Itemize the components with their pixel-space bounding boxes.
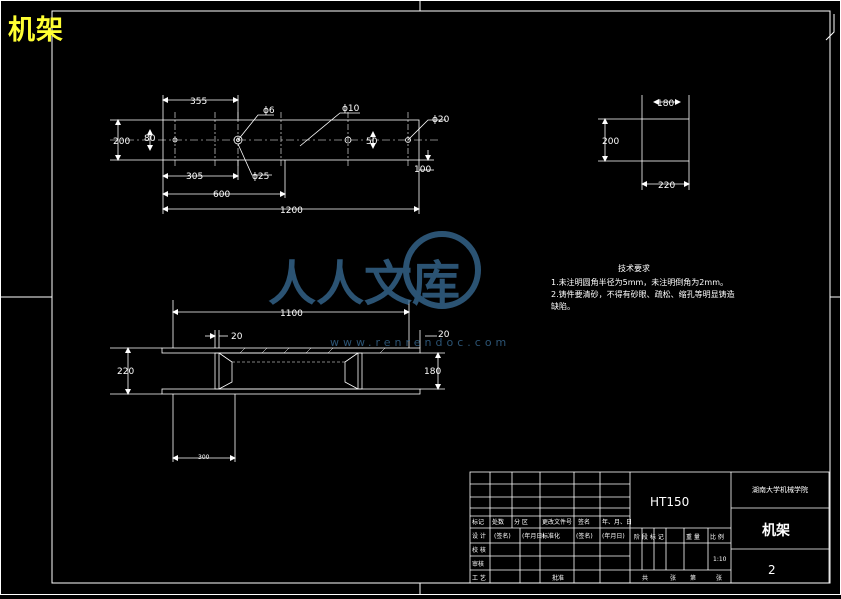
row-label-change-doc: 更改文件号 [542, 518, 572, 526]
dim-220-side: 220 [658, 181, 675, 191]
material: HT150 [650, 495, 689, 509]
sheet-unit-label-1: 张 [670, 574, 676, 582]
watermark: 人人文库 www.renrendoc.com [268, 231, 510, 349]
title-block-text: HT150 湖南大学机械学院 机架 2 1:10 标记 处数 分 区 更改文件号… [472, 485, 808, 582]
scale: 1:10 [713, 556, 727, 563]
front-view [110, 300, 445, 462]
dim-hole-6: ϕ6 [263, 106, 275, 116]
dim-180-side: 180 [657, 99, 674, 109]
tech-line-1: 1.未注明圆角半径为5mm，未注明倒角为2mm。 [551, 277, 728, 287]
side-view-labels: 180 200 220 [602, 99, 675, 191]
side-view [598, 95, 690, 190]
dim-1100: 1100 [280, 309, 303, 319]
dim-300: 300 [198, 454, 210, 461]
design-label: 设 计 [472, 532, 486, 540]
dim-305: 305 [186, 172, 203, 182]
design-sign: (签名) [494, 532, 511, 540]
proofread-label: 校 核 [472, 546, 486, 554]
school-name: 湖南大学机械学院 [752, 485, 808, 494]
sheet-number: 2 [768, 563, 776, 577]
tech-line-2: 2.铸件要清砂，不得有砂眼、疏松、缩孔等明显铸造 [551, 289, 735, 299]
dim-1200: 1200 [280, 206, 303, 216]
tech-requirements: 技术要求 1.未注明圆角半径为5mm，未注明倒角为2mm。 2.铸件要清砂，不得… [551, 263, 735, 311]
top-view-labels: 355 ϕ6 ϕ10 ϕ20 200 80 50 100 ϕ25 305 600… [113, 97, 450, 216]
row-label-count: 处数 [492, 518, 504, 526]
stage-label: 阶 段 标 记 [634, 533, 664, 541]
ratio-label: 比 例 [710, 533, 724, 541]
design-date: (年月日) [522, 532, 545, 540]
review-label: 审核 [472, 560, 484, 568]
tech-heading: 技术要求 [618, 263, 650, 273]
dim-200: 200 [113, 137, 130, 147]
standard-label: 标准化 [542, 532, 560, 540]
part-name: 机架 [762, 522, 790, 539]
sheet-index-label: 第 [690, 574, 696, 582]
process-label: 工 艺 [472, 574, 486, 582]
dim-100: 100 [414, 165, 431, 175]
watermark-url: www.renrendoc.com [330, 336, 510, 349]
dim-80: 80 [144, 134, 156, 144]
title-block [469, 471, 830, 584]
row-label-date: 年、月、日 [602, 518, 632, 526]
dim-200-side: 200 [602, 137, 619, 147]
watermark-text: 人人文库 [268, 256, 460, 312]
tech-line-3: 缺陷。 [551, 301, 575, 311]
drawing-title: 机架 [8, 15, 64, 46]
sheet-total-label: 共 [642, 574, 648, 582]
row-label-mark: 标记 [472, 518, 484, 526]
top-view [110, 95, 446, 214]
dim-20b: 20 [438, 330, 450, 340]
dim-hole-20: ϕ20 [432, 115, 450, 125]
standard-sign: (签名) [576, 532, 593, 540]
row-label-sign: 签名 [578, 518, 590, 526]
dim-hole-25: ϕ25 [252, 172, 269, 182]
dim-20a: 20 [231, 332, 243, 342]
dim-355: 355 [190, 97, 207, 107]
standard-date: (年月日) [602, 532, 625, 540]
weight-label: 重 量 [686, 533, 700, 541]
dim-180-front: 180 [424, 367, 441, 377]
dim-hole-10: ϕ10 [342, 104, 360, 114]
approve-label: 批准 [552, 574, 564, 582]
row-label-zone: 分 区 [514, 518, 528, 526]
sheet-unit-label-2: 张 [716, 574, 722, 582]
dim-220-front: 220 [117, 367, 134, 377]
dim-50: 50 [366, 137, 378, 147]
front-view-labels: 1100 20 20 220 180 300 [117, 309, 450, 461]
dim-600: 600 [213, 190, 230, 200]
